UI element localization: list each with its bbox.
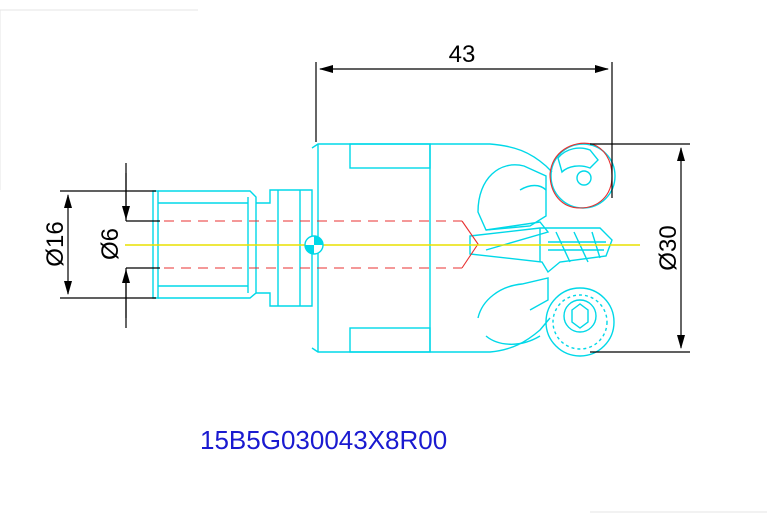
dimension-length: 43 [315, 41, 613, 198]
lower-clamp-screw [545, 287, 615, 357]
dimension-bore-diameter: Ø6 [97, 163, 160, 328]
coolant-bore-hidden-lines [130, 220, 479, 269]
upper-clamp-screw [549, 142, 616, 209]
center-mark-icon [304, 235, 324, 255]
dimension-shank-diameter-label: Ø16 [42, 221, 69, 266]
part-code: 15B5G030043X8R00 [200, 425, 447, 455]
dimension-cutter-diameter: Ø30 [590, 143, 690, 353]
dimension-bore-diameter-label: Ø6 [97, 228, 124, 260]
dimension-shank-diameter: Ø16 [42, 190, 156, 299]
shank-outline [152, 189, 313, 307]
dimension-length-label: 43 [449, 41, 476, 68]
dimension-cutter-diameter-label: Ø30 [655, 225, 682, 270]
sheet-frame [0, 9, 767, 513]
body-outline [311, 143, 613, 353]
